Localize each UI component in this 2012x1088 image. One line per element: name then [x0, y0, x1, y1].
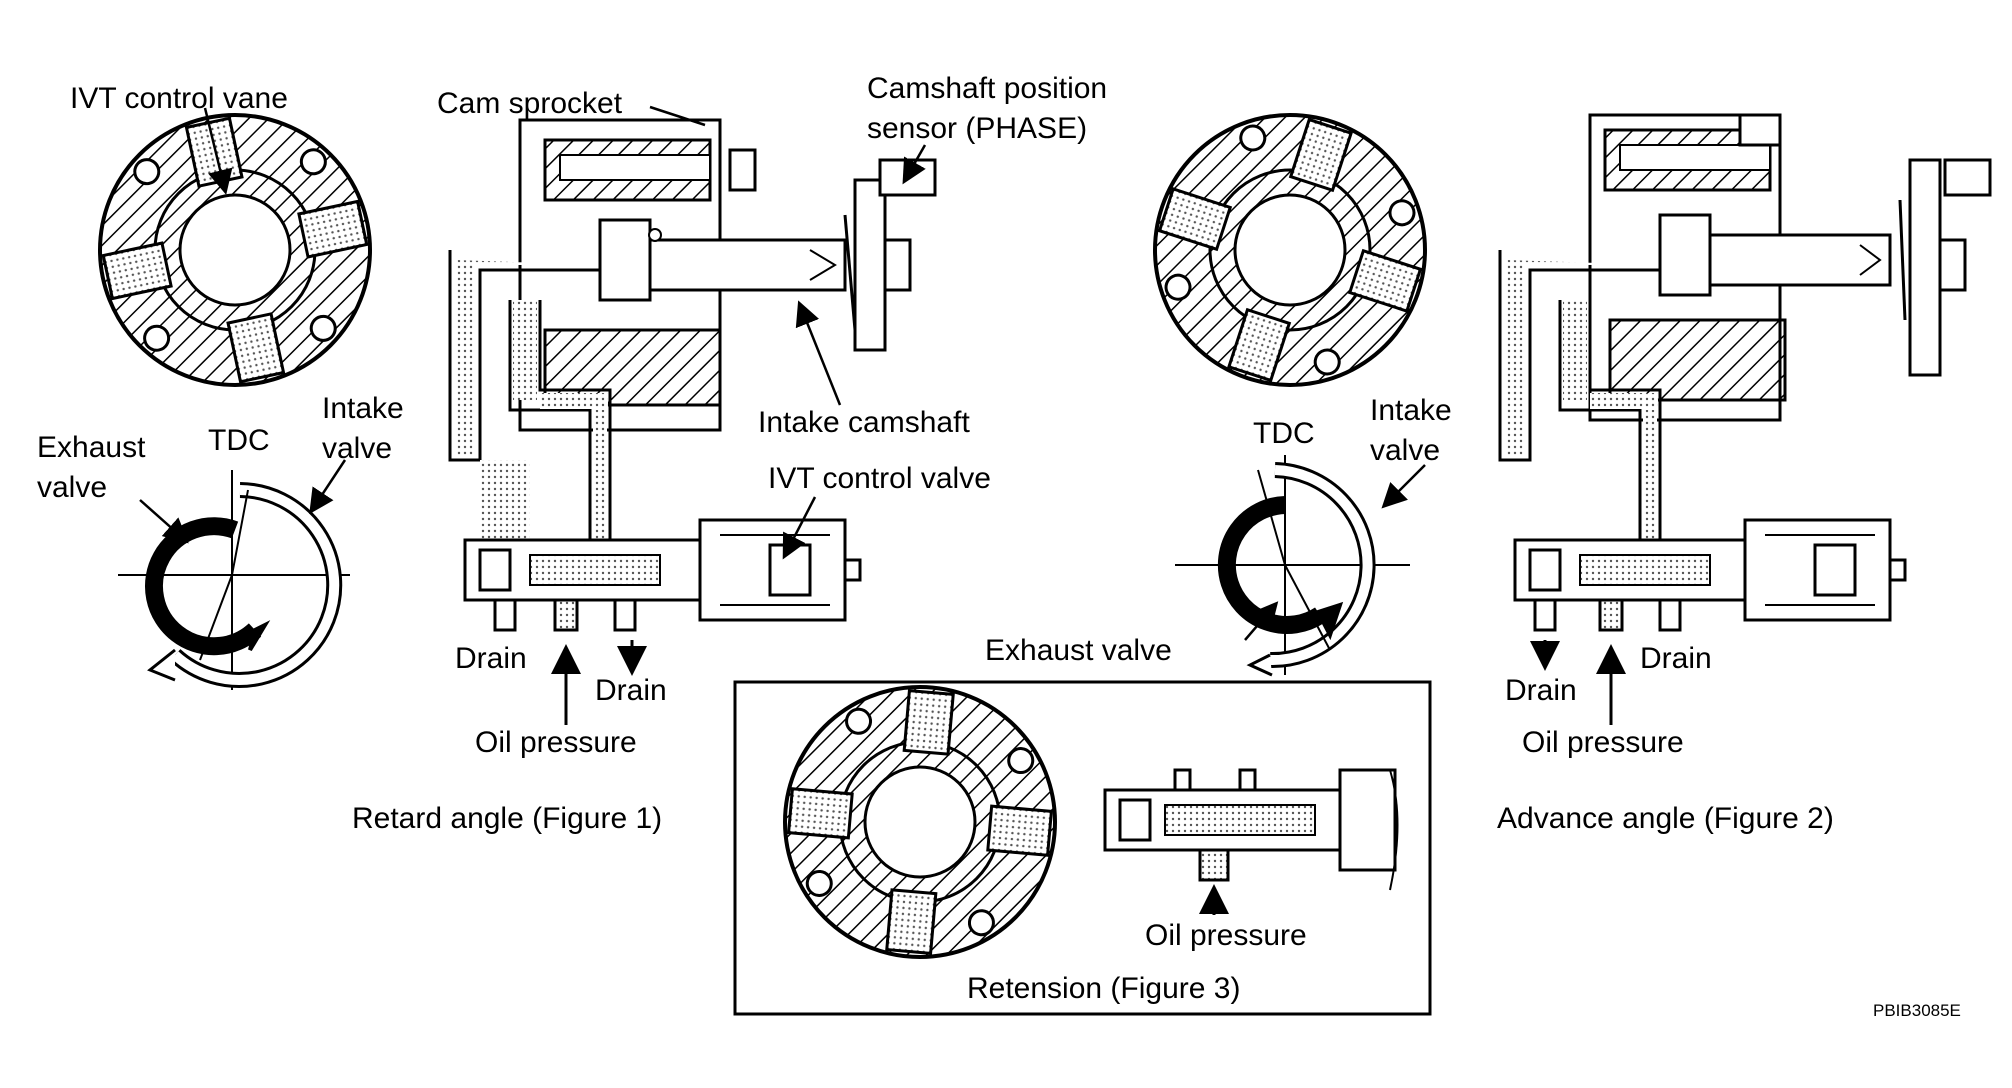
- label-drain-left-1: Drain: [455, 642, 527, 675]
- label-oil-pressure-left: Oil pressure: [475, 726, 637, 759]
- label-cam-sensor-line1: Camshaft position: [867, 72, 1107, 105]
- label-intake-right-line2: valve: [1370, 434, 1440, 467]
- label-oil-pressure-right: Oil pressure: [1522, 726, 1684, 759]
- caption-retard: Retard angle (Figure 1): [352, 802, 662, 835]
- label-intake-left-line2: valve: [322, 432, 392, 465]
- label-drain-right-2: Drain: [1640, 642, 1712, 675]
- leader-ivt-valve: [782, 496, 817, 560]
- leader-cam-sensor: [902, 144, 927, 185]
- control-valve-retard: [463, 518, 862, 632]
- label-intake-right-line1: Intake: [1370, 394, 1452, 427]
- label-drain-left-2: Drain: [595, 674, 667, 707]
- label-cam-sensor-line2: sensor (PHASE): [867, 112, 1087, 145]
- label-cam-sprocket: Cam sprocket: [437, 87, 623, 120]
- control-valve-advance: [1513, 518, 1907, 632]
- label-tdc-right: TDC: [1253, 417, 1315, 450]
- camshaft-section-advance: [1498, 113, 1992, 540]
- rotor-retension: [777, 679, 1063, 965]
- label-tdc-left: TDC: [208, 424, 270, 457]
- leader-exhaust-right: [1244, 601, 1279, 641]
- label-ivt-control-valve: IVT control valve: [768, 462, 991, 495]
- rotor-retard: [79, 94, 391, 406]
- retension-frame: [733, 680, 1432, 1016]
- rotor-advance: [1124, 84, 1456, 416]
- timing-wheel-advance: [1175, 455, 1410, 677]
- timing-wheel-retard: [118, 470, 350, 690]
- label-exhaust-left-line2: valve: [37, 471, 107, 504]
- label-exhaust-left-line1: Exhaust: [37, 431, 146, 464]
- leader-cam-sprocket: [649, 105, 706, 127]
- caption-retension: Retension (Figure 3): [967, 972, 1240, 1005]
- label-intake-camshaft: Intake camshaft: [758, 406, 970, 439]
- camshaft-section-retard: [448, 118, 937, 540]
- label-ivt-control-vane: IVT control vane: [70, 82, 288, 115]
- leader-exhaust-left: [139, 499, 189, 544]
- label-exhaust-valve-right: Exhaust valve: [985, 634, 1172, 667]
- control-valve-retension: [1103, 768, 1399, 891]
- label-oil-pressure-retension: Oil pressure: [1145, 919, 1307, 952]
- leader-intake-left: [309, 459, 347, 515]
- leader-ivt-vane: [203, 107, 233, 195]
- label-intake-left-line1: Intake: [322, 392, 404, 425]
- figure-code: PBIB3085E: [1873, 1001, 1961, 1020]
- leader-intake-camshaft: [795, 300, 842, 406]
- leader-intake-right: [1381, 464, 1426, 509]
- caption-advance: Advance angle (Figure 2): [1497, 802, 1834, 835]
- label-drain-right-1: Drain: [1505, 674, 1577, 707]
